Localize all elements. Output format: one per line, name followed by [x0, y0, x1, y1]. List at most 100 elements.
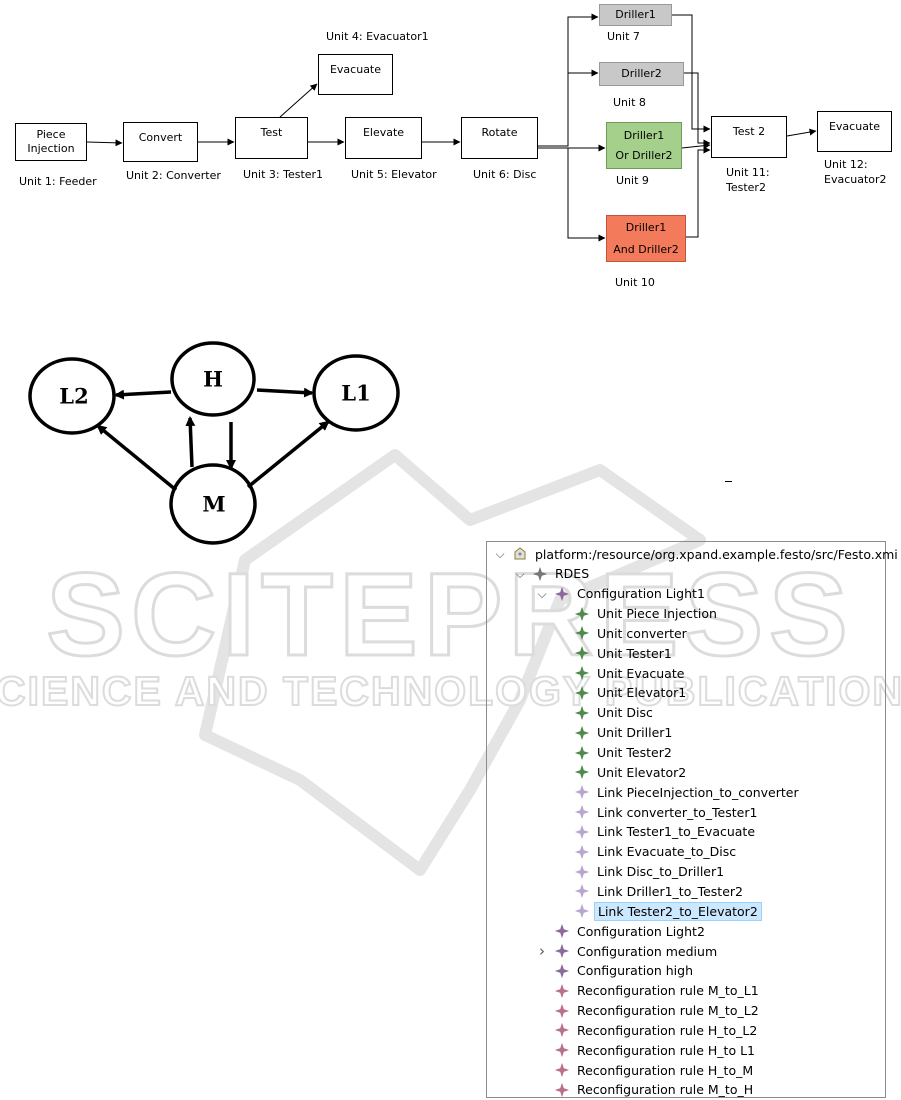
unit-box-unit10-text: Driller1 And Driller2 [613, 220, 679, 256]
tree-row-label: Unit Elevator2 [597, 764, 687, 780]
tree-row[interactable]: Unit Evacuate [487, 663, 885, 683]
tree-row[interactable]: Reconfiguration rule H_to_M [487, 1060, 885, 1080]
resource-icon [514, 547, 526, 560]
tree-row-label: Reconfiguration rule M_to_L2 [577, 1003, 759, 1019]
unit-box-feeder: Piece Injection [15, 123, 87, 161]
unit-box-disc-text: Rotate [481, 126, 518, 139]
tree-row-label: Unit converter [597, 625, 687, 641]
tree-row[interactable]: ⌵ Configuration Light1 [487, 584, 885, 604]
tree-row-label: Configuration medium [577, 943, 718, 959]
state-label-L1: L1 [341, 381, 370, 406]
watermark-shape [199, 449, 706, 876]
tree-row-label: Link Disc_to_Driller1 [597, 864, 725, 880]
tree-spacer [555, 825, 569, 839]
chevron-down-icon[interactable]: ⌵ [515, 566, 525, 581]
tree-row-label: Link Driller1_to_Tester2 [597, 883, 743, 899]
arrow-unit10-tester2 [686, 146, 711, 238]
tree-row[interactable]: Unit Piece Injection [487, 604, 885, 624]
unit-icon [575, 666, 589, 681]
tree-row[interactable]: Link Tester2_to_Elevator2 [487, 901, 885, 921]
tree-row[interactable]: Link Tester1_to_Evacuate [487, 822, 885, 842]
rule-icon [555, 1063, 569, 1078]
tree-spacer [555, 865, 569, 879]
tree-row[interactable]: Configuration Light2 [487, 921, 885, 941]
model-tree-panel[interactable]: ⌵platform:/resource/org.xpand.example.fe… [486, 541, 898, 1100]
tree-spacer [535, 1063, 549, 1077]
tree-row-label: Configuration high [577, 963, 693, 979]
tree-row[interactable]: Unit Elevator2 [487, 762, 885, 782]
unit-box-evacuator1: Evacuate [318, 54, 393, 95]
tree-row[interactable]: Reconfiguration rule M_to_L2 [487, 1001, 885, 1021]
caption-driller1: Unit 7 [607, 30, 640, 43]
tree-spacer [555, 726, 569, 740]
tree-spacer [555, 686, 569, 700]
chevron-right-icon[interactable]: › [539, 942, 545, 960]
configuration-icon [555, 586, 569, 601]
link-icon [575, 805, 589, 820]
tree-spacer [555, 884, 569, 898]
tree-row-label: Unit Evacuate [597, 665, 685, 681]
tree-row[interactable]: Configuration high [487, 961, 885, 981]
tree-row[interactable]: Link Driller1_to_Tester2 [487, 881, 885, 901]
tree-row[interactable]: Unit converter [487, 623, 885, 643]
unit-box-unit9-text: Driller1 Or Driller2 [615, 128, 673, 162]
tree-row[interactable]: Unit Disc [487, 703, 885, 723]
caption-feeder: Unit 1: Feeder [19, 175, 97, 188]
unit-box-tester1-text: Test [260, 126, 283, 139]
tree-row-label: Unit Driller1 [597, 725, 673, 741]
tree-row[interactable]: Unit Tester2 [487, 743, 885, 763]
arrow-tester2-evacuator2 [786, 128, 817, 137]
link-icon [575, 844, 589, 859]
tree-spacer [555, 765, 569, 779]
edge-H-L1 [256, 387, 314, 398]
tree-row[interactable]: Link Evacuate_to_Disc [487, 842, 885, 862]
tree-row[interactable]: Link converter_to_Tester1 [487, 802, 885, 822]
tree-spacer [555, 626, 569, 640]
edge-H-L2 [114, 389, 172, 400]
caption-driller2: Unit 8 [613, 96, 646, 109]
caption-elevator: Unit 5: Elevator [351, 168, 437, 181]
unit-icon [575, 725, 589, 740]
chevron-down-icon[interactable]: ⌵ [537, 586, 547, 601]
tree-row[interactable]: Reconfiguration rule M_to_H [487, 1080, 885, 1100]
unit-box-tester2-text: Test 2 [732, 125, 766, 138]
tree-spacer [535, 984, 549, 998]
tree-row-label: Unit Tester1 [597, 645, 672, 661]
tree-row[interactable]: Reconfiguration rule H_to L1 [487, 1040, 885, 1060]
unit-icon [575, 745, 589, 760]
chevron-down-icon[interactable]: ⌵ [495, 547, 505, 561]
tree-row[interactable]: Unit Elevator1 [487, 683, 885, 703]
rdes-icon [533, 566, 547, 581]
tree-row[interactable]: Link PieceInjection_to_converter [487, 782, 885, 802]
tree-row[interactable]: › Configuration medium [487, 941, 885, 961]
link-icon [575, 785, 589, 800]
rule-icon [555, 1082, 569, 1097]
arrow-driller1-tester2 [672, 14, 711, 133]
tree-row[interactable]: ⌵platform:/resource/org.xpand.example.fe… [487, 544, 897, 564]
caption-tester2: Unit 11: Tester2 [726, 166, 770, 194]
tree-row[interactable]: Unit Driller1 [487, 723, 885, 743]
tree-spacer [535, 924, 549, 938]
caption-unit9: Unit 9 [616, 174, 649, 187]
tree-row[interactable]: Unit Tester1 [487, 643, 885, 663]
unit-icon [575, 626, 589, 641]
unit-box-driller1: Driller1 [599, 4, 672, 26]
tree-row[interactable]: Reconfiguration rule H_to_L2 [487, 1020, 885, 1040]
configuration-icon [555, 944, 569, 958]
tree-row-label: Configuration Light1 [577, 586, 705, 602]
state-node-L2 [28, 357, 116, 435]
unit-box-unit10: Driller1 And Driller2 [606, 215, 686, 262]
tree-row[interactable]: ⌵RDES [487, 564, 885, 584]
tree-row[interactable]: Reconfiguration rule M_to_L1 [487, 981, 885, 1001]
arrow-disc-driller2 [567, 69, 599, 146]
rule-icon [555, 1023, 569, 1038]
tree-row[interactable]: Link Disc_to_Driller1 [487, 862, 885, 882]
tree-row-label: Reconfiguration rule M_to_H [577, 1082, 754, 1098]
edge-M-L2 [96, 424, 178, 492]
tree-spacer [535, 964, 549, 978]
tree-spacer [535, 1023, 549, 1037]
unit-icon [575, 705, 589, 720]
state-node-H [170, 341, 256, 417]
edge-M-L1 [246, 420, 330, 489]
unit-box-converter: Convert [123, 122, 198, 162]
